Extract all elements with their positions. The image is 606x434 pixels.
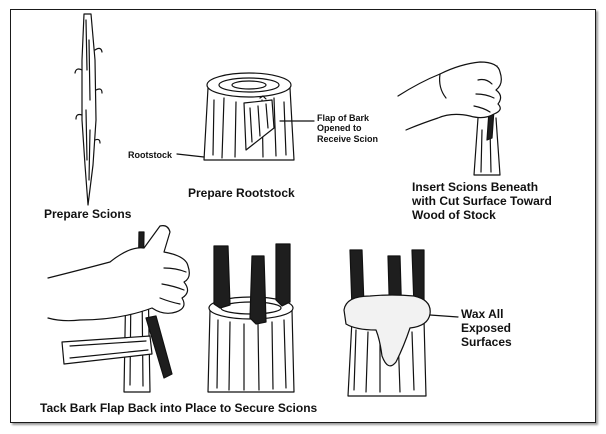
insert-scion-drawing — [397, 61, 502, 176]
waxed-graft-drawing — [343, 249, 459, 397]
label-prepare-scions: Prepare Scions — [44, 207, 132, 221]
rootstock-drawing — [176, 72, 315, 161]
label-flap-line-1: Flap of Bark — [317, 113, 370, 123]
scion-drawing — [74, 13, 103, 206]
label-flap-of-bark: Flap of Bark Opened to Receive Scion — [317, 113, 378, 144]
label-wax-surfaces: Wax All Exposed Surfaces — [461, 307, 512, 349]
label-insert-line-2: with Cut Surface Toward — [412, 193, 552, 208]
label-wax-line-1: Wax All — [461, 307, 504, 321]
label-insert-line-1: Insert Scions Beneath — [412, 180, 539, 194]
three-scions-drawing — [207, 243, 295, 393]
label-flap-line-2: Opened to — [317, 123, 362, 134]
label-wax-line-3: Surfaces — [461, 334, 512, 349]
label-prepare-rootstock: Prepare Rootstock — [188, 186, 295, 200]
tack-flap-drawing — [47, 225, 190, 393]
label-flap-line-3: Receive Scion — [317, 133, 379, 144]
label-wax-line-2: Exposed — [461, 320, 512, 335]
label-insert-scions: Insert Scions Beneath with Cut Surface T… — [412, 180, 552, 222]
label-tack-bark-flap: Tack Bark Flap Back into Place to Secure… — [40, 401, 318, 415]
label-rootstock: Rootstock — [128, 150, 173, 160]
label-insert-line-3: Wood of Stock — [412, 207, 496, 222]
